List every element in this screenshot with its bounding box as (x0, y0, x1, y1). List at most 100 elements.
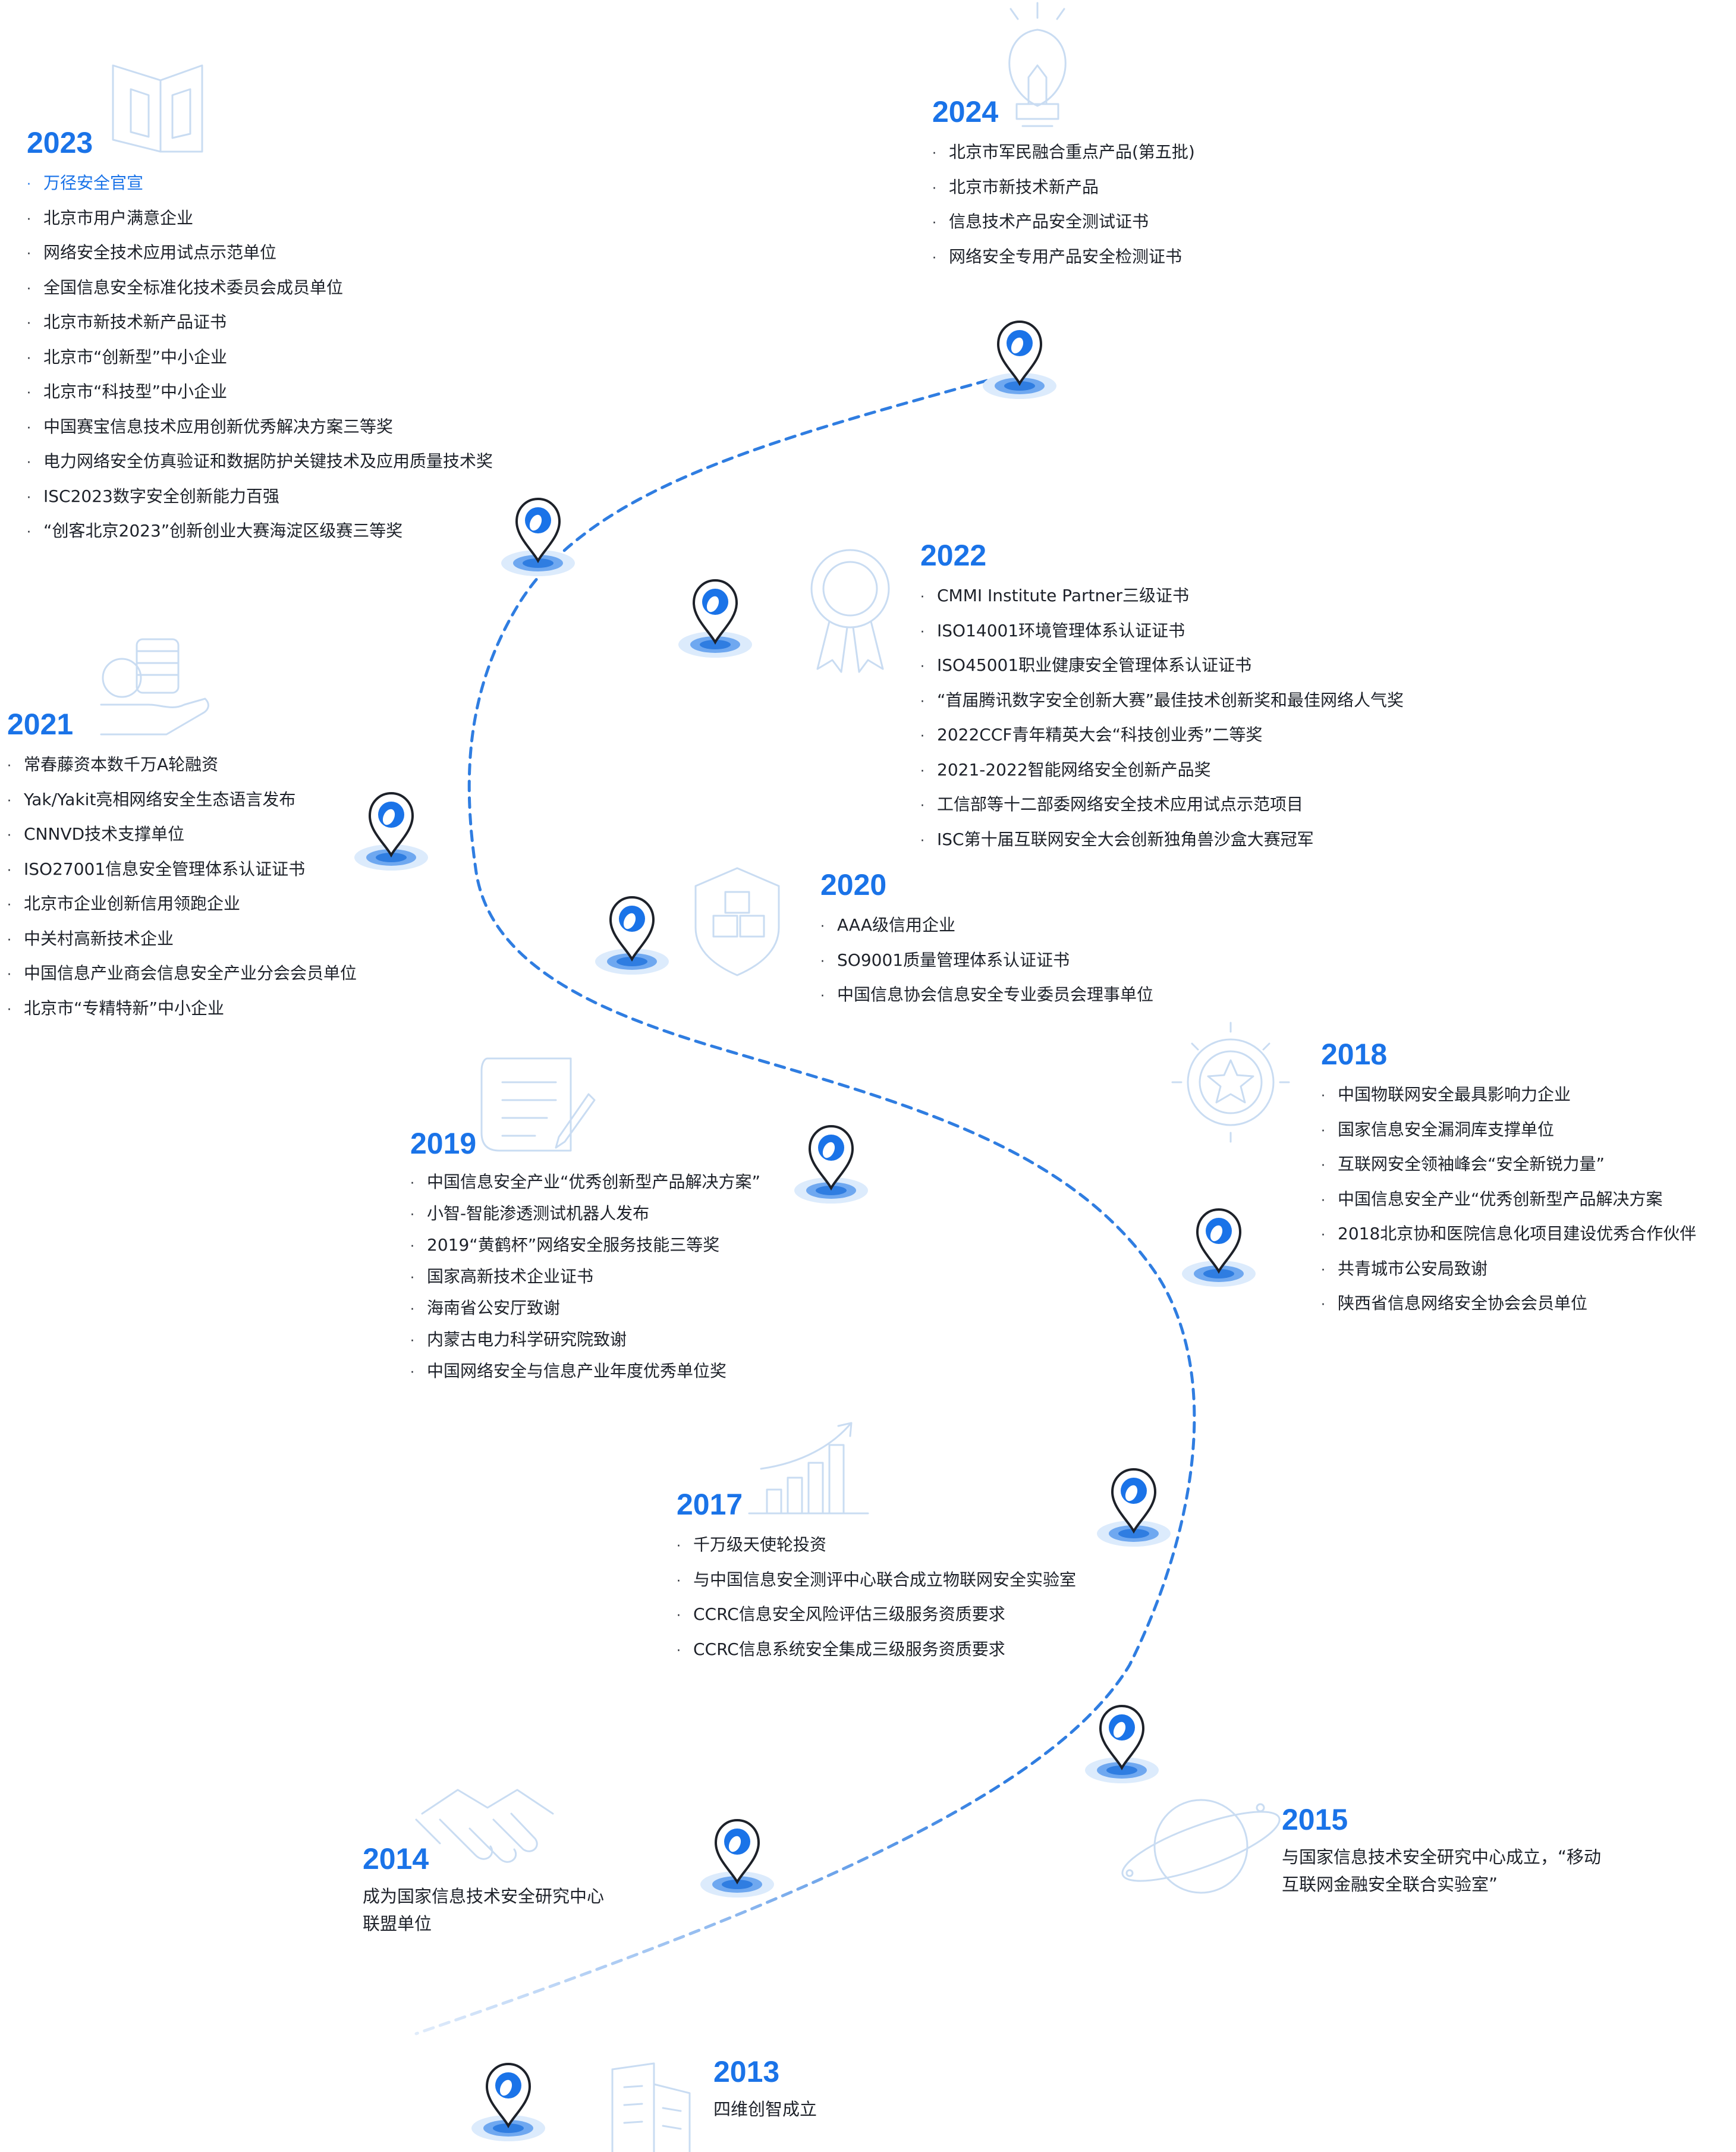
location-pin-icon (500, 498, 576, 577)
list-item: ·Yak/Yakit亮相网络安全生态语言发布 (7, 789, 296, 809)
list-item: ·ISO14001环境管理体系认证证书 (920, 620, 1185, 640)
shield-cube-icon (694, 867, 780, 976)
location-pin-icon (699, 1819, 775, 1899)
building-icon (611, 2062, 691, 2152)
list-item: ·“创客北京2023”创新创业大赛海淀区级赛三等奖 (27, 521, 403, 541)
list-item: ·ISC第十届互联网安全大会创新独角兽沙盒大赛冠军 (920, 829, 1314, 849)
year-label: 2015 (1282, 1803, 1348, 1836)
list-item: ·中国信息产业商会信息安全产业分会会员单位 (7, 963, 357, 983)
list-item: ·中国信息安全产业“优秀创新型产品解决方案 (1321, 1189, 1663, 1209)
list-item: ·网络安全技术应用试点示范单位 (27, 243, 277, 262)
achievement-list: ·北京市军民融合重点产品(第五批) ·北京市新技术新产品 ·信息技术产品安全测试… (932, 136, 1195, 275)
list-item: ·陕西省信息网络安全协会会员单位 (1321, 1293, 1588, 1313)
achievement-list: ·千万级天使轮投资 ·与中国信息安全测评中心联合成立物联网安全实验室 ·CCRC… (677, 1528, 1076, 1667)
list-item: ·ISO45001职业健康安全管理体系认证证书 (920, 655, 1252, 675)
list-item: ·中关村高新技术企业 (7, 928, 174, 948)
year-label: 2017 (677, 1488, 743, 1521)
milestone-2024: 2024 ·北京市军民融合重点产品(第五批) ·北京市新技术新产品 ·信息技术产… (932, 95, 1195, 275)
lightbulb-icon (1008, 2, 1067, 127)
list-item: ·CCRC信息系统安全集成三级服务资质要求 (677, 1639, 1005, 1659)
location-pin-icon (1181, 1208, 1257, 1288)
list-item: ·北京市企业创新信用领跑企业 (7, 894, 241, 913)
list-item: ·SO9001质量管理体系认证证书 (820, 950, 1070, 970)
list-item: ·北京市用户满意企业 (27, 208, 194, 228)
list-item: ·千万级天使轮投资 (677, 1535, 827, 1554)
list-item: ·2019“黄鹤杯”网络安全服务技能三等奖 (410, 1235, 720, 1255)
list-item: ·工信部等十二部委网络安全技术应用试点示范项目 (920, 794, 1304, 814)
year-label: 2020 (820, 868, 887, 901)
list-item: ·互联网安全领袖峰会“安全新锐力量” (1321, 1154, 1605, 1174)
location-pin-icon (594, 896, 670, 976)
list-item: ·与中国信息安全测评中心联合成立物联网安全实验室 (677, 1569, 1077, 1589)
achievement-list: ·中国信息安全产业“优秀创新型产品解决方案” ·小智-智能渗透测试机器人发布 ·… (410, 1167, 760, 1388)
year-label: 2022 (920, 539, 987, 572)
list-item: ·北京市军民融合重点产品(第五批) (932, 142, 1195, 162)
list-item: ·网络安全专用产品安全检测证书 (932, 246, 1183, 266)
milestone-2015: 2015 与国家信息技术安全研究中心成立，“移动 互联网金融安全联合实验室” (1282, 1803, 1601, 1898)
year-label: 2019 (410, 1127, 477, 1160)
milestone-2018: 2018 ·中国物联网安全最具影响力企业 ·国家信息安全漏洞库支撑单位 ·互联网… (1321, 1038, 1696, 1322)
milestone-description-line: 成为国家信息技术安全研究中心 (363, 1886, 605, 1906)
year-label: 2013 (713, 2055, 780, 2088)
list-item: ·中国物联网安全最具影响力企业 (1321, 1085, 1571, 1104)
year-label: 2014 (363, 1842, 429, 1875)
location-pin-icon (677, 579, 753, 659)
location-pin-icon (1096, 1468, 1172, 1548)
list-item: ·共青城市公安局致谢 (1321, 1258, 1488, 1278)
coins-hand-icon (100, 638, 209, 736)
list-item: ·常春藤资本数千万A轮融资 (7, 755, 219, 774)
year-label: 2024 (932, 95, 999, 128)
list-item: ·北京市新技术新产品 (932, 177, 1099, 197)
location-pin-icon (793, 1125, 869, 1205)
location-pin-icon (1084, 1705, 1160, 1785)
milestone-description-line: 与国家信息技术安全研究中心成立，“移动 (1282, 1847, 1602, 1867)
achievement-list: ·AAA级信用企业 ·SO9001质量管理体系认证证书 ·中国信息协会信息安全专… (820, 909, 1153, 1013)
list-item: ·CCRC信息安全风险评估三级服务资质要求 (677, 1604, 1005, 1624)
year-label: 2023 (27, 126, 93, 159)
medal-icon (810, 549, 890, 673)
milestone-description-line: 四维创智成立 (713, 2099, 817, 2119)
growth-chart-icon (748, 1422, 869, 1515)
list-item: ·2021-2022智能网络安全创新产品奖 (920, 759, 1211, 780)
list-item: ·小智-智能渗透测试机器人发布 (410, 1204, 650, 1223)
milestone-2017: 2017 ·千万级天使轮投资 ·与中国信息安全测评中心联合成立物联网安全实验室 … (677, 1488, 1076, 1667)
list-item: ·CNNVD技术支撑单位 (7, 824, 185, 844)
achievement-list: ·万径安全官宣 ·北京市用户满意企业 ·网络安全技术应用试点示范单位 ·全国信息… (27, 166, 493, 549)
list-item: ·中国信息安全产业“优秀创新型产品解决方案” (410, 1172, 761, 1192)
list-item: ·中国赛宝信息技术应用创新优秀解决方案三等奖 (27, 416, 394, 436)
location-pin-icon (982, 321, 1058, 400)
list-item: ·国家信息安全漏洞库支撑单位 (1321, 1119, 1555, 1139)
year-label: 2018 (1321, 1038, 1388, 1071)
list-item: ·中国网络安全与信息产业年度优秀单位奖 (410, 1361, 727, 1381)
list-item: ·AAA级信用企业 (820, 915, 956, 935)
milestone-2014: 2014 成为国家信息技术安全研究中心 联盟单位 (363, 1842, 604, 1937)
list-item: ·国家高新技术企业证书 (410, 1267, 594, 1286)
list-item: ·电力网络安全仿真验证和数据防护关键技术及应用质量技术奖 (27, 451, 493, 471)
highlight-link[interactable]: ·万径安全官宣 (27, 173, 144, 193)
milestone-2022: 2022 ·CMMI Institute Partner三级证书 ·ISO140… (920, 539, 1404, 857)
list-item: ·“首届腾讯数字安全创新大赛”最佳技术创新奖和最佳网络人气奖 (920, 690, 1404, 710)
list-item: ·北京市新技术新产品证书 (27, 312, 227, 332)
list-item: ·信息技术产品安全测试证书 (932, 212, 1149, 231)
list-item: ·北京市“科技型”中小企业 (27, 382, 228, 401)
list-item: ·ISO27001信息安全管理体系认证证书 (7, 859, 306, 879)
list-item: ·ISC2023数字安全创新能力百强 (27, 486, 279, 506)
milestone-2013: 2013 四维创智成立 (713, 2055, 817, 2123)
milestone-description-line: 互联网金融安全联合实验室” (1282, 1874, 1498, 1895)
handshake-icon (415, 1789, 554, 1863)
list-item: ·中国信息协会信息安全专业委员会理事单位 (820, 985, 1154, 1004)
location-pin-icon (353, 792, 429, 872)
list-item: ·2018北京协和医院信息化项目建设优秀合作伙伴 (1321, 1224, 1697, 1243)
star-badge-icon (1171, 1022, 1290, 1143)
list-item: ·内蒙古电力科学研究院致谢 (410, 1330, 627, 1349)
year-label: 2021 (7, 708, 74, 741)
achievement-list: ·中国物联网安全最具影响力企业 ·国家信息安全漏洞库支撑单位 ·互联网安全领袖峰… (1321, 1078, 1696, 1322)
milestone-2021: 2021 ·常春藤资本数千万A轮融资 ·Yak/Yakit亮相网络安全生态语言发… (7, 708, 357, 1026)
milestone-2019: 2019 ·中国信息安全产业“优秀创新型产品解决方案” ·小智-智能渗透测试机器… (410, 1127, 760, 1388)
list-item: ·北京市“专精特新”中小企业 (7, 998, 225, 1018)
list-item: ·海南省公安厅致谢 (410, 1298, 561, 1318)
door-icon (112, 64, 203, 153)
